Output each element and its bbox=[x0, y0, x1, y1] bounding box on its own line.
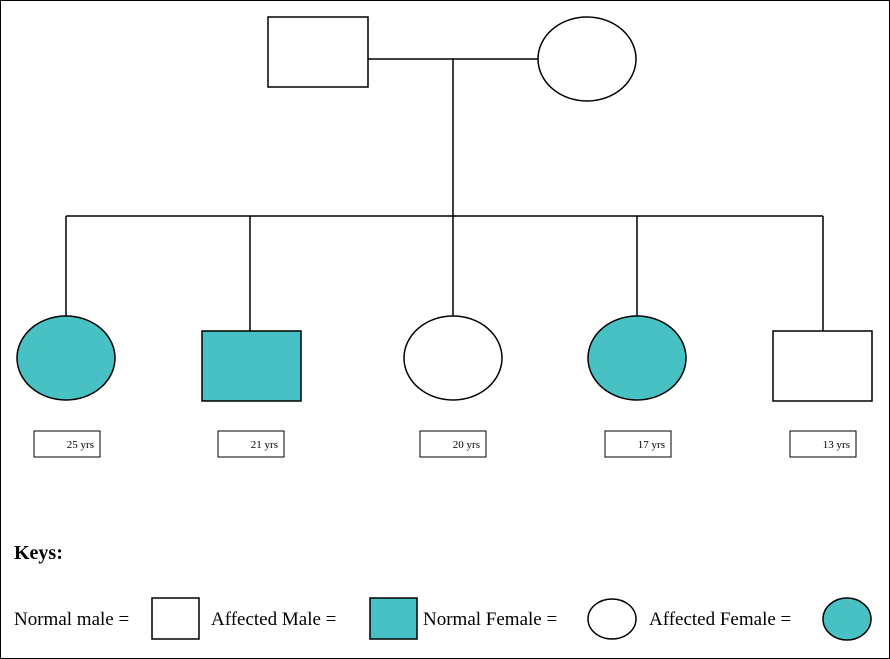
age-text-2: 21 yrs bbox=[251, 439, 278, 451]
father-normal-male-square bbox=[267, 16, 369, 88]
age-label-4: 17 yrs bbox=[604, 430, 672, 458]
child-2-affected-male-square bbox=[201, 330, 302, 402]
age-label-3: 20 yrs bbox=[419, 430, 487, 458]
age-label-1: 25 yrs bbox=[33, 430, 101, 458]
key-affected-male-square bbox=[369, 597, 418, 640]
child-4-affected-female-circle bbox=[587, 315, 687, 401]
age-text-5: 13 yrs bbox=[823, 439, 850, 451]
key-label-normal-male: Normal male = bbox=[14, 609, 129, 630]
age-text-1: 25 yrs bbox=[67, 439, 94, 451]
key-normal-female: Normal Female = bbox=[423, 598, 637, 640]
age-text-4: 17 yrs bbox=[638, 439, 665, 451]
age-label-2: 21 yrs bbox=[217, 430, 285, 458]
child-5-normal-male-square bbox=[772, 330, 873, 402]
key-label-affected-female: Affected Female = bbox=[649, 609, 791, 630]
key-affected-female-circle bbox=[822, 597, 872, 641]
key-normal-male-square bbox=[151, 597, 200, 640]
key-normal-female-circle bbox=[587, 598, 637, 640]
key-affected-female: Affected Female = bbox=[649, 597, 872, 641]
mother-normal-female-circle bbox=[537, 16, 637, 102]
keys-title: Keys: bbox=[14, 542, 63, 564]
key-label-normal-female: Normal Female = bbox=[423, 609, 557, 630]
child-3-normal-female-circle bbox=[403, 315, 503, 401]
key-affected-male: Affected Male = bbox=[211, 597, 418, 640]
age-text-3: 20 yrs bbox=[453, 439, 480, 451]
age-label-5: 13 yrs bbox=[789, 430, 857, 458]
key-label-affected-male: Affected Male = bbox=[211, 609, 336, 630]
pedigree-lines bbox=[65, 58, 824, 331]
key-normal-male: Normal male = bbox=[14, 597, 200, 640]
child-1-affected-female-circle bbox=[16, 315, 116, 401]
